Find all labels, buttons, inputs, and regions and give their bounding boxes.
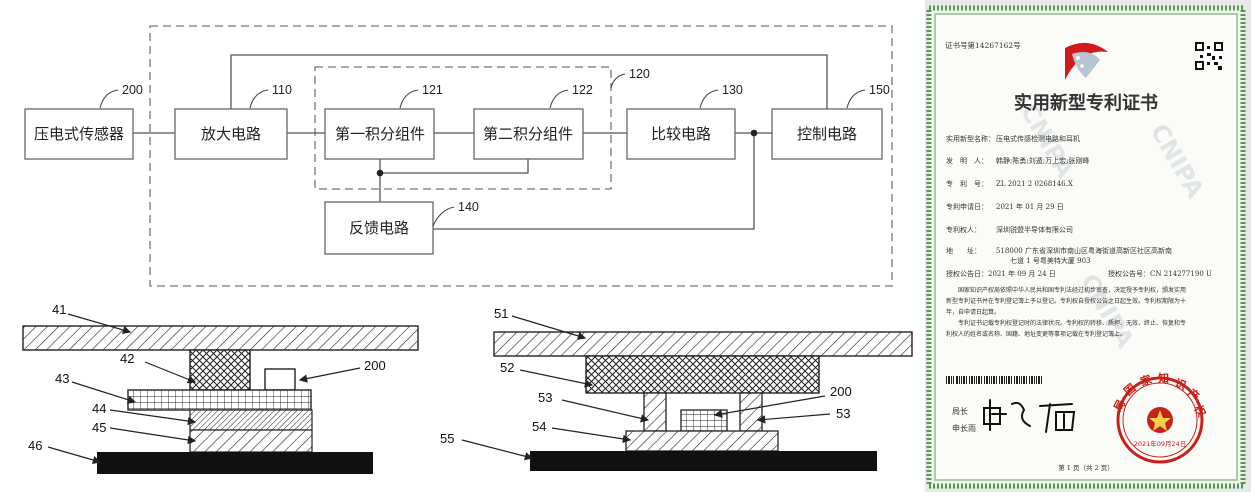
fb-label: 反馈电路 [349, 219, 409, 237]
svg-text:识: 识 [1173, 377, 1188, 393]
layer-41 [22, 325, 419, 351]
field-value: 深圳锐盟半导体有限公司 [996, 225, 1073, 234]
layer-52 [585, 355, 820, 394]
ref-140: 140 [458, 200, 479, 214]
field-value: ZL 2021 2 0268146.X [996, 180, 1073, 188]
post-53-left [643, 392, 667, 432]
field-value: 压电式传感检测电路和耳机 [996, 134, 1080, 143]
label-46: 46 [28, 438, 42, 453]
label-200-b: 200 [830, 384, 852, 399]
ref-130: 130 [722, 83, 743, 97]
body-line: 新型专利证书并在专利登记簿上予以登记。专利权自授权公告之日起生效。专利权期限为十 [946, 297, 1186, 305]
field-key: 发 明 人： [946, 156, 988, 165]
patent-certificate: CNIPA CNIPA CNIPA 证书号第14267162号 [925, 0, 1251, 492]
ctrl-block [771, 108, 883, 160]
ref-110: 110 [272, 83, 292, 97]
layer-54 [625, 430, 779, 452]
structure-a: 41 42 43 44 45 46 200 [22, 302, 419, 474]
junction-dot [750, 129, 758, 137]
grant-date: 授权公告日：2021 年 09 月 24 日 [946, 269, 1056, 278]
fb-block [324, 201, 434, 255]
field-value: 韩静;陈勇;刘遁;万上宏;张刚峰 [996, 156, 1089, 165]
body-line: 国家知识产权局依照中华人民共和国专利法经过初步审查，决定授予专利权，颁发实用 [958, 286, 1186, 294]
label-55: 55 [440, 431, 454, 446]
svg-text:局: 局 [1111, 397, 1128, 414]
layer-51 [493, 331, 913, 357]
integrator-group-boundary [314, 66, 612, 190]
certificate-fields: 实用新型名称： 压电式传感检测电路和耳机 发 明 人： 韩静;陈勇;刘遁;万上宏… [946, 134, 1172, 265]
body-line: 年，自申请日起算。 [946, 308, 1000, 316]
field-value: 2021 年 01 月 29 日 [996, 202, 1064, 211]
comp-label: 比较电路 [651, 125, 711, 143]
junction-dot [376, 169, 384, 177]
field-key: 实用新型名称： [946, 134, 995, 143]
field-key: 专利权人： [946, 225, 981, 234]
body-line: 专利证书记载专利权登记时的法律状况。专利权的转移、质押、无效、终止、恢复和专 [958, 319, 1186, 327]
layer-42 [189, 349, 251, 391]
amp-label: 放大电路 [201, 125, 261, 143]
sensor-label: 压电式传感器 [34, 125, 124, 143]
outer-dashed-boundary [149, 25, 893, 287]
ctrl-label: 控制电路 [797, 125, 857, 143]
post-53-right [739, 392, 763, 432]
label-53-left: 53 [538, 390, 552, 405]
field-key: 地 址： [946, 246, 981, 255]
ref-122: 122 [572, 83, 593, 97]
qr-code-icon [1195, 42, 1223, 70]
svg-text:知: 知 [1157, 371, 1169, 385]
official-seal-icon: 国 家 知 识 产 权 局 2021年09月24日 [1111, 371, 1210, 464]
label-43: 43 [55, 371, 69, 386]
amp-block [174, 108, 288, 160]
ref-200: 200 [122, 83, 143, 97]
label-41: 41 [52, 302, 66, 317]
label-53-right: 53 [836, 406, 850, 421]
int2-label: 第二积分组件 [483, 125, 573, 143]
base-46 [97, 452, 373, 474]
certificate-body: 国家知识产权局依照中华人民共和国专利法经过初步审查，决定授予专利权，颁发实用 新… [946, 286, 1186, 338]
field-key: 专 利 号： [946, 179, 988, 188]
director-name: 申长雨 [952, 423, 976, 433]
label-52: 52 [500, 360, 514, 375]
structure-b: 51 52 53 54 55 200 53 [440, 306, 913, 471]
field-value: 518000 广东省深圳市南山区粤海街道高新区社区高新南 [996, 246, 1172, 255]
certificate-title: 实用新型专利证书 [1014, 92, 1158, 114]
block-diagram: 压电式传感器 放大电路 第一积分组件 第二积分组件 比较电路 控制电路 反馈电路… [24, 25, 893, 287]
cnipa-emblem-icon [1065, 42, 1108, 80]
director-title: 局长 [952, 406, 968, 416]
grant-number: 授权公告号：CN 214277190 U [1108, 269, 1212, 278]
base-55 [530, 451, 877, 471]
label-44: 44 [92, 401, 106, 416]
comp-block [626, 108, 736, 160]
barcode-icon [946, 376, 1042, 384]
label-54: 54 [532, 419, 546, 434]
label-51: 51 [494, 306, 508, 321]
int2-block [473, 108, 584, 160]
field-key: 专利申请日： [946, 202, 988, 211]
layer-43 [127, 389, 312, 411]
layer-44 [189, 409, 313, 431]
component-200-b [680, 409, 728, 432]
component-200-a [264, 368, 296, 391]
ref-121: 121 [422, 83, 443, 97]
sensor-block [24, 108, 134, 160]
handwritten-signature-icon [983, 399, 1076, 433]
body-line: 利权人的姓名或名称、国籍、地址变更等事项记载在专利登记簿上。 [946, 330, 1126, 338]
field-value: 七道 1 号粤美特大厦 903 [1010, 256, 1091, 265]
page-indicator: 第 1 页（共 2 页） [1058, 463, 1114, 472]
label-45: 45 [92, 420, 106, 435]
label-200-a: 200 [364, 358, 386, 373]
ref-120: 120 [629, 67, 650, 81]
int1-block [324, 108, 435, 160]
seal-date: 2021年09月24日 [1134, 439, 1187, 448]
ref-150: 150 [869, 83, 890, 97]
label-42: 42 [120, 351, 134, 366]
layer-45 [189, 429, 313, 453]
cert-number: 证书号第14267162号 [945, 40, 1021, 50]
int1-label: 第一积分组件 [335, 125, 425, 143]
